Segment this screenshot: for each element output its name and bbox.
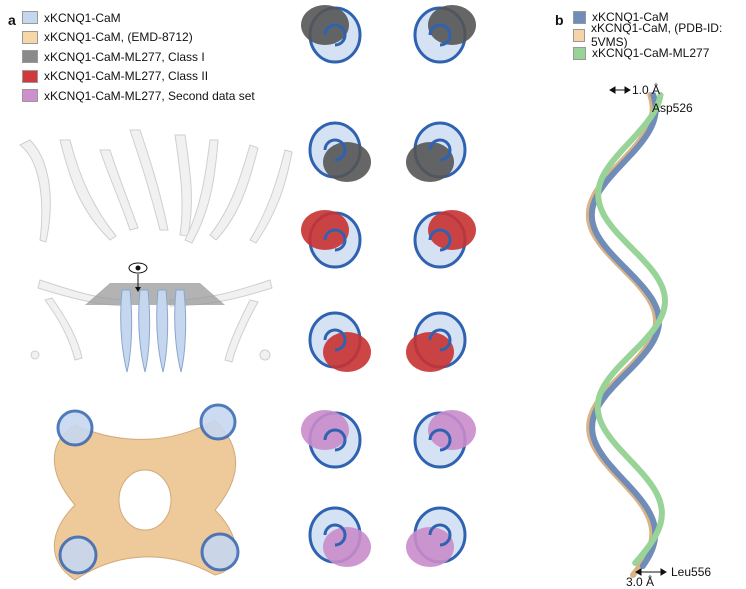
legend-label: xKCNQ1-CaM-ML277, Second data set — [44, 88, 255, 103]
panel-b-legend: xKCNQ1-CaM xKCNQ1-CaM, (PDB-ID: 5VMS) xK… — [573, 8, 746, 62]
helix-superposition — [585, 92, 669, 578]
legend-swatch — [22, 50, 38, 64]
density-overlay — [301, 410, 362, 469]
density-overlays — [301, 5, 476, 567]
density-overlay — [413, 5, 476, 64]
density-overlay — [413, 210, 476, 269]
legend-label: xKCNQ1-CaM-ML277, Class II — [44, 69, 209, 84]
legend-label: xKCNQ1-CaM — [44, 10, 121, 25]
legend-label: xKCNQ1-CaM-ML277, Class I — [44, 49, 205, 64]
density-overlay — [413, 410, 476, 469]
panel-a-legend: xKCNQ1-CaM xKCNQ1-CaM, (EMD-8712) xKCNQ1… — [22, 8, 255, 106]
slice-plane — [85, 283, 225, 305]
legend-swatch — [573, 46, 586, 60]
helix-strand — [588, 92, 663, 569]
density-overlay — [301, 210, 362, 269]
distance-arrows — [609, 86, 667, 576]
legend-swatch — [22, 89, 38, 103]
legend-label: xKCNQ1-CaM, (PDB-ID: 5VMS) — [590, 21, 723, 49]
helix-strand — [594, 92, 669, 566]
density-overlay — [406, 311, 467, 372]
legend-item: xKCNQ1-CaM — [22, 8, 255, 28]
legend-item: xKCNQ1-CaM, (EMD-8712) — [22, 28, 255, 48]
residue-label-asp526: Asp526 — [652, 101, 693, 115]
density-overlay — [406, 121, 467, 182]
legend-label: xKCNQ1-CaM-ML277 — [592, 46, 710, 60]
legend-item: xKCNQ1-CaM-ML277 — [573, 44, 746, 62]
distance-label-top: 1.0 Å — [632, 83, 661, 97]
panel-a-label: a — [8, 12, 16, 28]
density-overlay — [406, 506, 467, 567]
legend-item: xKCNQ1-CaM-ML277, Class I — [22, 47, 255, 67]
channel-density-map — [19, 129, 293, 363]
legend-swatch — [22, 69, 38, 83]
cam-density — [120, 289, 187, 373]
legend-item: xKCNQ1-CaM-ML277, Class II — [22, 67, 255, 87]
density-overlay — [308, 506, 371, 567]
density-overlay — [308, 121, 371, 182]
legend-label: xKCNQ1-CaM — [592, 10, 669, 24]
density-overlay — [308, 311, 371, 372]
legend-swatch — [573, 10, 586, 24]
legend-label: xKCNQ1-CaM, (EMD-8712) — [44, 30, 193, 45]
density-overlay — [301, 5, 362, 64]
legend-item: xKCNQ1-CaM, (PDB-ID: 5VMS) — [573, 21, 746, 49]
legend-swatch — [22, 11, 38, 25]
tetramer-bottom-view — [53, 403, 240, 581]
eye-icon — [128, 262, 148, 292]
legend-swatch — [573, 28, 585, 42]
legend-item: xKCNQ1-CaM-ML277, Second data set — [22, 86, 255, 106]
residue-label-leu556: Leu556 — [671, 565, 712, 579]
distance-label-bottom: 3.0 Å — [626, 575, 655, 589]
panel-b-label: b — [555, 12, 564, 28]
legend-item: xKCNQ1-CaM — [573, 8, 746, 26]
legend-swatch — [22, 30, 38, 44]
